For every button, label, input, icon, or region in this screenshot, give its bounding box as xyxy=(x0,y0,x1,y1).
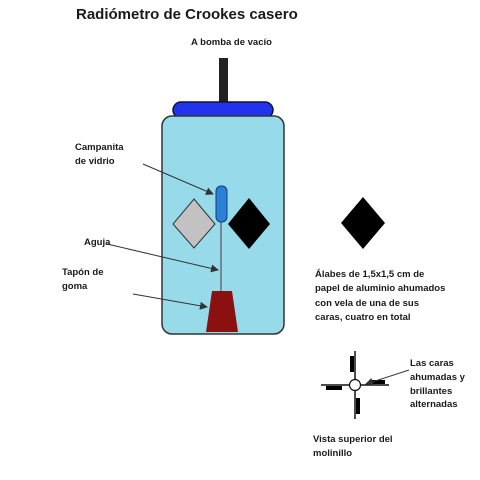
vane-dark xyxy=(228,198,270,249)
glass-bulb xyxy=(215,185,228,223)
vane-example xyxy=(341,197,385,249)
page-title: Radiómetro de Crookes casero xyxy=(76,6,298,23)
faces-arrow xyxy=(365,369,410,386)
vacuum-tube xyxy=(219,58,228,106)
top-view-label: Vista superior del molinillo xyxy=(313,434,393,459)
stopper-label: Tapón de goma xyxy=(62,267,104,292)
top-view-vane-up xyxy=(350,356,354,372)
stopper-arrow xyxy=(132,293,208,310)
needle-arrow xyxy=(106,243,219,273)
pump-label: A bomba de vacío xyxy=(191,37,272,48)
bulb-arrow xyxy=(142,163,214,195)
top-view-vane-down xyxy=(356,398,360,414)
faces-label: Las caras ahumadas y brillantes alternad… xyxy=(410,358,465,411)
top-view-hub xyxy=(348,378,362,392)
rubber-stopper xyxy=(206,291,238,332)
vane-light xyxy=(172,198,216,249)
jar-body xyxy=(161,115,285,335)
vanes-description: Álabes de 1,5x1,5 cm de papel de alumini… xyxy=(315,269,446,323)
needle-label: Aguja xyxy=(84,237,111,248)
top-view-mill xyxy=(321,351,389,419)
bulb-label: Campanita de vidrio xyxy=(75,142,124,167)
top-view-vane-left xyxy=(326,386,342,390)
top-view-vane-right xyxy=(369,380,385,384)
